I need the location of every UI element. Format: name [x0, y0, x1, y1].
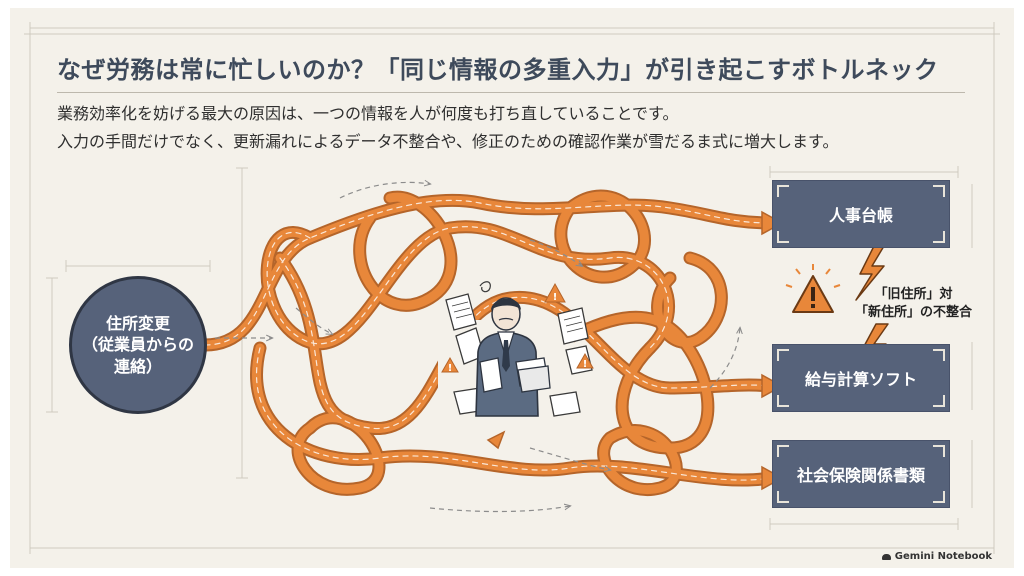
target-label: 給与計算ソフト: [804, 370, 917, 389]
target-box-social-insurance-docs: 社会保険関係書類: [772, 440, 950, 508]
corner-mark: [777, 445, 789, 457]
target-box-payroll-software: 給与計算ソフト: [772, 344, 950, 412]
data-conflict-label: 「旧住所」対 「新住所」の不整合: [855, 286, 972, 321]
blueprint-frame: [24, 22, 1000, 554]
conflict-line-1: 「旧住所」対: [874, 287, 953, 302]
corner-mark: [933, 185, 945, 197]
notebook-icon: [881, 553, 891, 560]
corner-mark: [777, 231, 789, 243]
corner-mark: [933, 395, 945, 407]
source-label-line-1: 住所変更: [105, 313, 170, 333]
target-box-hr-ledger: 人事台帳: [772, 180, 950, 248]
target-label: 人事台帳: [828, 206, 893, 225]
slide: ! ! ! なぜ労務は常に忙しいのか？「同じ情報の多重入力」が引き起こすボトルネ: [10, 8, 1014, 568]
target-label: 社会保険関係書類: [796, 466, 925, 485]
source-label-line-2: （従業員からの: [81, 335, 194, 355]
tangled-roads: [198, 189, 777, 497]
corner-mark: [933, 445, 945, 457]
warning-sign-icon: [785, 264, 841, 313]
svg-text:!: !: [553, 292, 558, 303]
corner-mark: [933, 349, 945, 361]
svg-text:!: !: [583, 359, 588, 370]
corner-mark: [777, 349, 789, 361]
page-title: なぜ労務は常に忙しいのか？「同じ情報の多重入力」が引き起こすボトルネック: [57, 56, 939, 84]
footer-brand: Gemini Notebook: [881, 551, 992, 562]
subtitle-line-2: 入力の手間だけでなく、更新漏れによるデータ不整合や、修正のための確認作業が雪だる…: [57, 132, 839, 151]
source-label-line-3: 連絡）: [113, 356, 162, 376]
corner-mark: [777, 491, 789, 503]
corner-mark: [933, 231, 945, 243]
dashed-arrows: [215, 182, 740, 513]
source-node-address-change: 住所変更 （従業員からの 連絡）: [69, 276, 207, 414]
corner-mark: [777, 185, 789, 197]
corner-mark: [777, 395, 789, 407]
stressed-worker-illustration: ! ! !: [438, 281, 594, 417]
svg-text:!: !: [448, 363, 453, 374]
conflict-line-2: 「新住所」の不整合: [855, 304, 973, 320]
subtitle-line-1: 業務効率化を妨げる最大の原因は、一つの情報を人が何度も打ち直していることです。: [57, 104, 679, 123]
corner-mark: [933, 491, 945, 503]
brand-label: Gemini Notebook: [894, 551, 992, 562]
title-divider: [57, 92, 965, 93]
